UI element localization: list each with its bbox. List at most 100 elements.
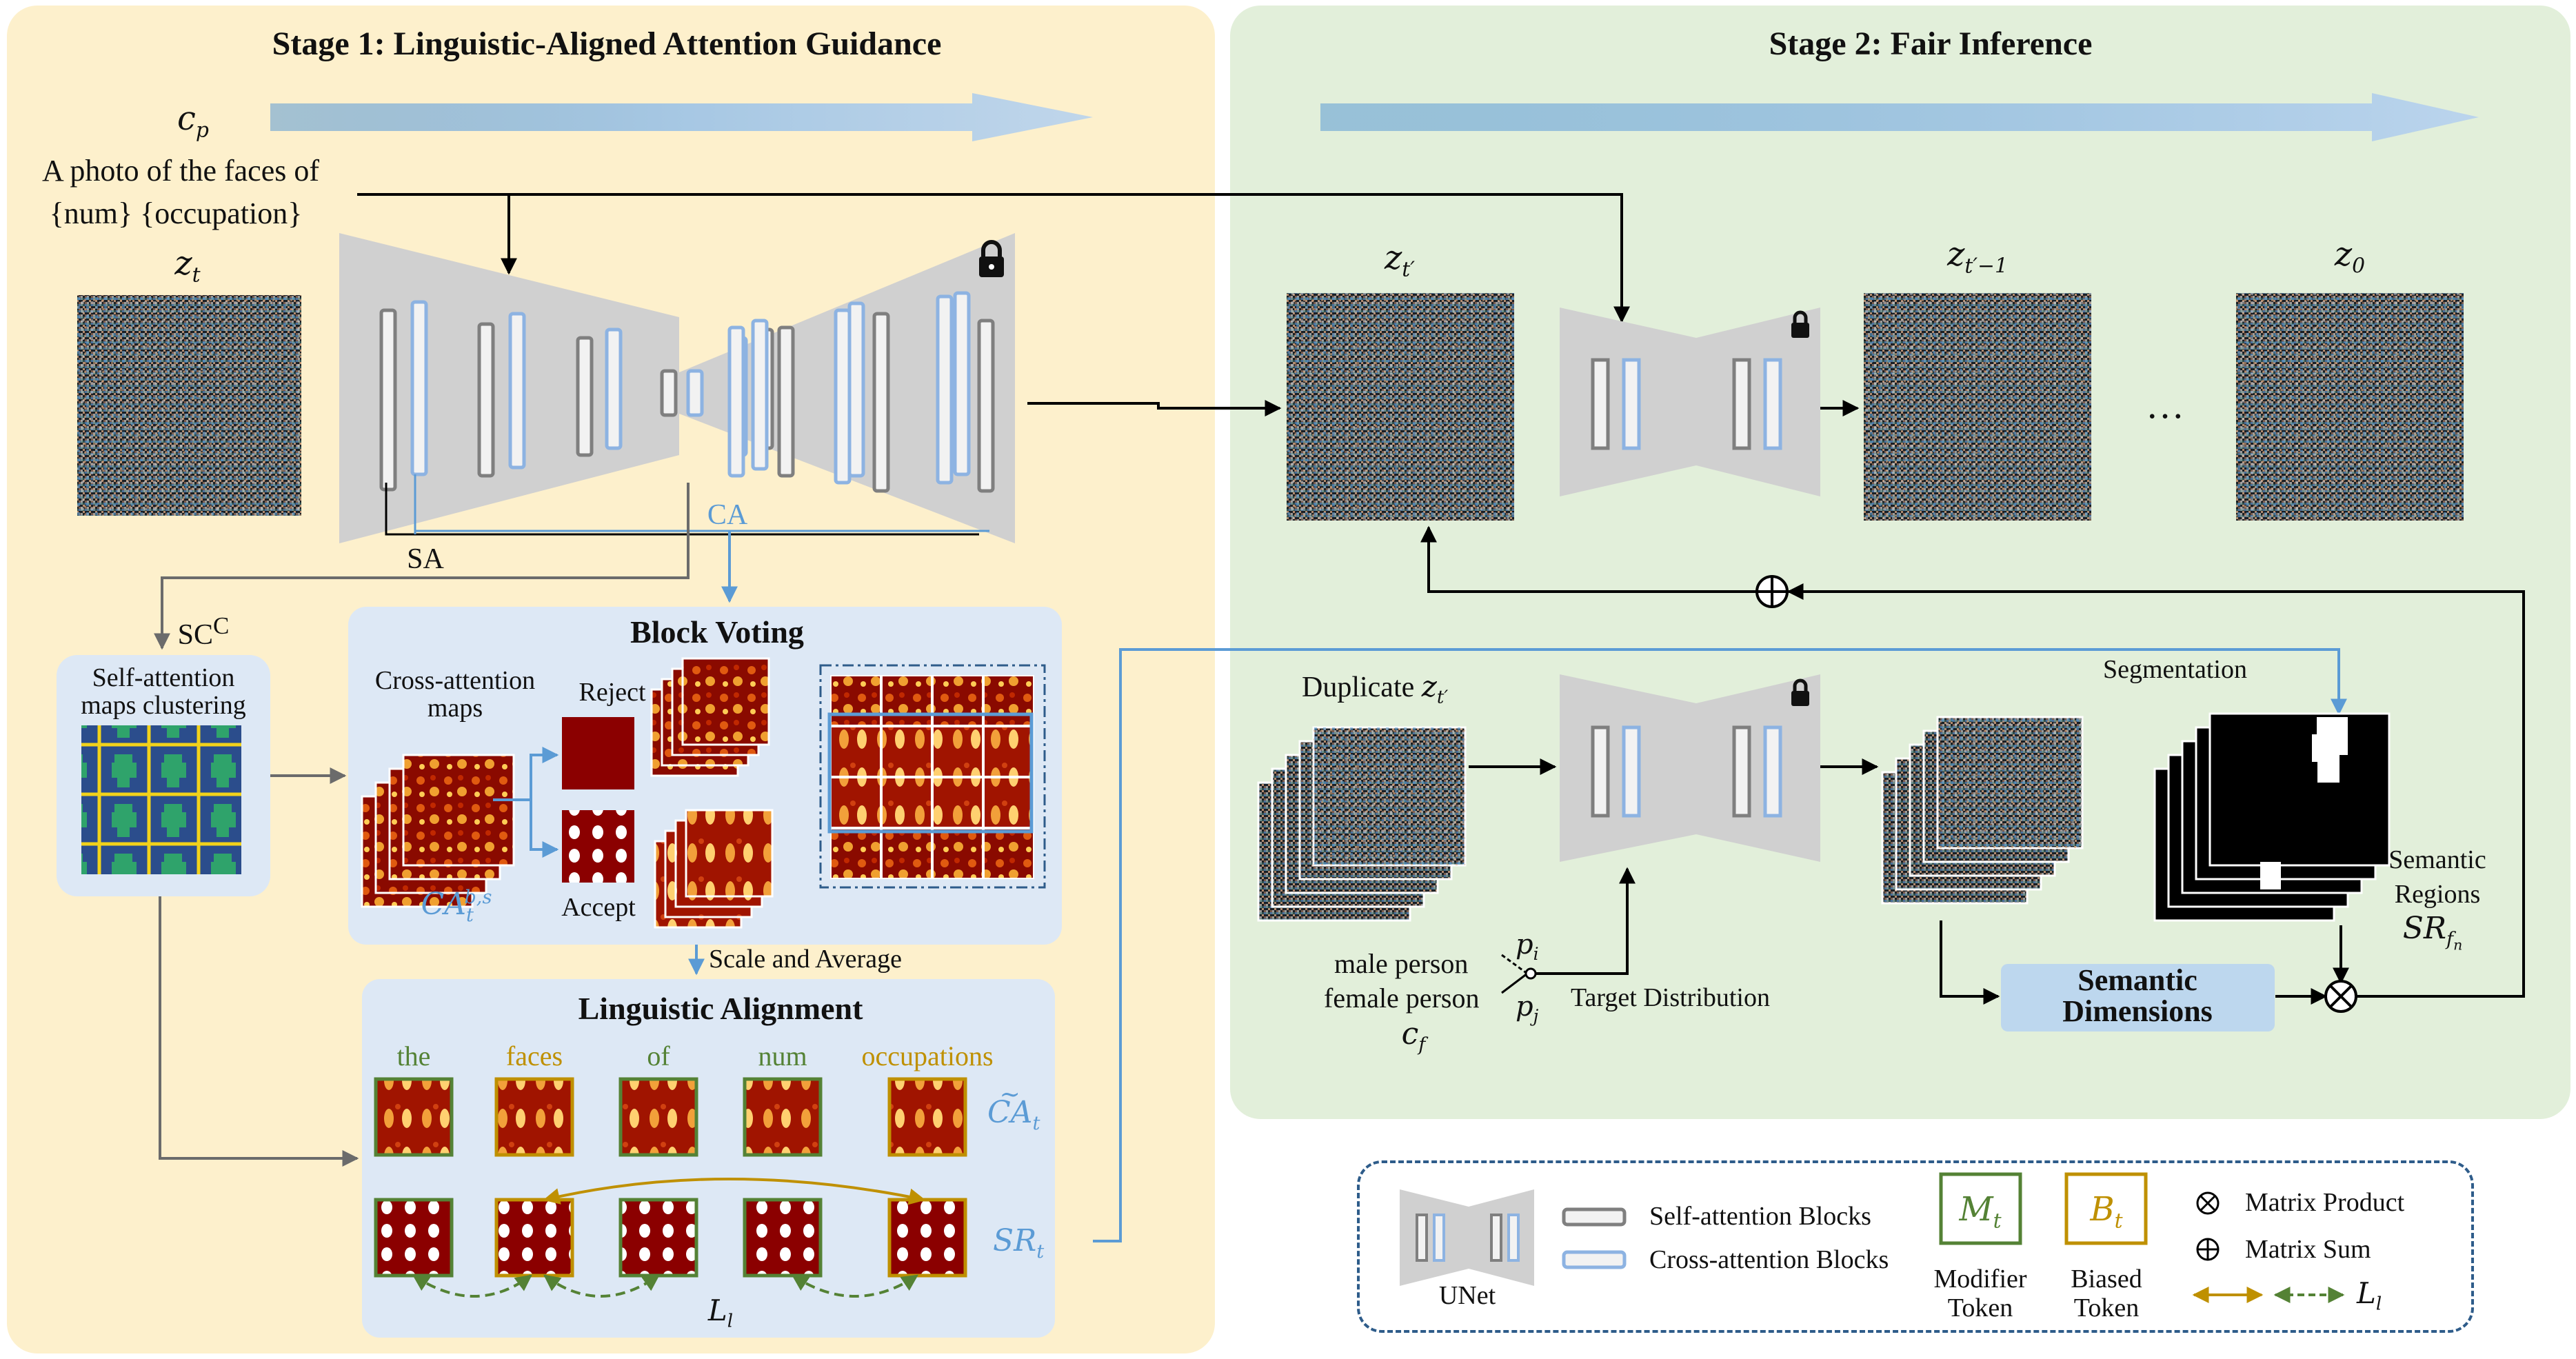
voting-grid: [830, 675, 1034, 879]
zt-prime-minus-1-label: zt′−1: [1947, 235, 2008, 279]
semantic-dims-line2: Dimensions: [2062, 994, 2213, 1028]
legend-matrix-product-icon: [2196, 1191, 2220, 1215]
clustering-title-line2: maps clustering: [81, 691, 246, 720]
legend-unet-icon: [1400, 1189, 1534, 1286]
voting-grid-cell: [830, 675, 881, 726]
semantic-dims-line1: Semantic: [2077, 963, 2197, 997]
zt-prime-label: zt′: [1384, 239, 1416, 282]
unet-sa-ca-connectors: [385, 474, 989, 536]
linguistic-mask-row: [374, 1198, 967, 1278]
legend-unet-label: UNet: [1438, 1281, 1496, 1310]
cross-attention-block: [834, 308, 852, 485]
accepted-heatmap-stack: [654, 809, 774, 929]
cross-attention-block: [847, 301, 865, 478]
self-attention-block: [977, 319, 995, 493]
accept-map: [562, 810, 634, 883]
matrix-sum-icon: [1755, 575, 1789, 608]
ca-t-bs-label: CAtb,s: [421, 887, 492, 926]
lock-icon-bottom: [1791, 678, 1809, 706]
cross-attention-block: [605, 328, 623, 450]
self-attention-block: [660, 369, 678, 417]
prompt-line2: {num} {occupation}: [49, 197, 303, 230]
cross-attention-block: [727, 325, 745, 478]
duplicate-noise-stack: [1257, 726, 1467, 922]
semantic-regions-stack: [2153, 712, 2391, 922]
token-word-the: the: [396, 1040, 431, 1071]
voting-grid-cell: [830, 726, 881, 777]
token-mask: [374, 1198, 454, 1278]
stack-to-semantic-dims-arrow: [1940, 920, 2000, 1005]
ellipsis-label: …: [2146, 384, 2184, 427]
voting-grid-cell: [983, 675, 1034, 726]
progress-arrow-stage1: [270, 93, 1093, 141]
legend-cross-attention-label: Cross-attention Blocks: [1649, 1245, 1889, 1274]
self-attention-block: [872, 312, 890, 493]
ca-tilde-label: ~CAt: [987, 1080, 1040, 1134]
legend-modifier-swatch: [1939, 1172, 2022, 1245]
voting-grid-cell: [932, 777, 983, 828]
cross-attention-block: [751, 319, 769, 471]
semantic-regions-line2: Regions: [2394, 880, 2481, 909]
rejected-heatmap-stack: [650, 657, 770, 777]
voting-grid-cell: [881, 828, 932, 879]
sa-label: SA: [407, 543, 444, 575]
block-voting-title: Block Voting: [630, 614, 804, 650]
legend-biased-symbol: Bt: [2090, 1190, 2123, 1234]
legend-modifier-line1: Modifier: [1933, 1265, 2027, 1293]
voting-grid-cell: [830, 828, 881, 879]
sc-label: SCC: [177, 612, 230, 651]
legend-matrix-sum-icon: [2196, 1238, 2220, 1261]
clustering-map-grid: [81, 725, 241, 874]
cross-attention-block: [686, 369, 704, 417]
legend-self-attention-label: Self-attention Blocks: [1649, 1202, 1871, 1231]
voting-grid-cell: [932, 828, 983, 879]
legend-modifier-line2: Token: [1947, 1293, 2013, 1322]
reject-map: [562, 717, 634, 789]
voting-grid-highlight: [827, 712, 1034, 834]
pj-label: pj: [1516, 991, 1539, 1026]
voting-grid-cell: [881, 675, 932, 726]
accept-label: Accept: [561, 893, 636, 922]
self-attention-block: [477, 322, 495, 478]
token-mask: [494, 1198, 574, 1278]
legend-biased-swatch: [2064, 1172, 2148, 1245]
voting-grid-cell: [830, 777, 881, 828]
segmentation-label: Segmentation: [2103, 655, 2247, 684]
token-heatmap: [887, 1077, 967, 1157]
voting-grid-cell: [983, 726, 1034, 777]
token-mask: [618, 1198, 698, 1278]
scale-average-label: Scale and Average: [709, 945, 902, 974]
clustering-title-line1: Self-attention: [92, 663, 235, 692]
token-word-occupations: occupations: [861, 1040, 994, 1071]
token-heatmap: [374, 1077, 454, 1157]
prompt-symbol: cp: [177, 99, 209, 143]
linguistic-heatmap-row: [374, 1077, 967, 1157]
ca-map-stack: [361, 754, 515, 908]
semantic-regions-line1: Semantic: [2388, 845, 2486, 874]
stage1-title: Stage 1: Linguistic-Aligned Attention Gu…: [272, 26, 942, 62]
prompt-arrow: [357, 193, 1630, 323]
token-heatmap: [494, 1077, 574, 1157]
token-mask: [887, 1198, 967, 1278]
zt-label: zt: [174, 244, 201, 288]
z0-label: z0: [2334, 235, 2366, 279]
lock-icon-large: [979, 240, 1004, 277]
stage2-panel: [1230, 6, 2570, 1119]
unet-large-blocks: [379, 291, 995, 493]
cross-attention-block: [936, 294, 954, 485]
legend-biased-line2: Token: [2073, 1293, 2140, 1322]
voting-grid-frame: [819, 664, 1046, 889]
clustering-to-linguistic-arrow: [159, 896, 359, 1167]
legend-self-attention-swatch: [1562, 1207, 1627, 1227]
legend-biased-line1: Biased: [2071, 1265, 2142, 1293]
unet-to-zt-prime-arrow: [1027, 400, 1282, 416]
legend-cross-attention-swatch: [1562, 1250, 1627, 1269]
duplicate-label: Duplicate zt′: [1302, 670, 1449, 708]
female-label: female person: [1324, 983, 1480, 1014]
semantic-dimensions-box: [2001, 964, 2275, 1031]
loss-label: Ll: [707, 1293, 734, 1332]
token-heatmap: [743, 1077, 823, 1157]
target-distribution-switch: [1501, 867, 1636, 994]
output-noise-stack: [1881, 716, 2084, 905]
